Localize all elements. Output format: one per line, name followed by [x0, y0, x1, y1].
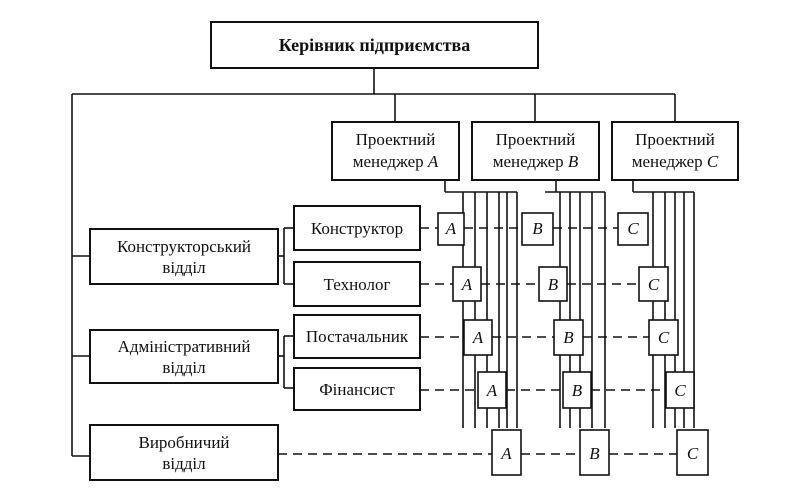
- cell-designer-b: B: [521, 212, 554, 246]
- department-admin-line1: Адміністративний: [118, 337, 251, 356]
- manager-a-line1: Проектний: [356, 130, 436, 149]
- cell-technologist-b: B: [538, 266, 568, 302]
- role-financier-label: Фінансист: [319, 380, 395, 399]
- department-admin: Адміністративний відділ: [89, 329, 279, 384]
- department-design-line2: відділ: [162, 258, 206, 277]
- role-technologist: Технолог: [293, 261, 421, 307]
- cell-letter: C: [627, 219, 639, 238]
- cell-letter: A: [486, 381, 498, 400]
- cell-technologist-c: C: [638, 266, 669, 302]
- cell-technologist-a: A: [452, 266, 482, 302]
- cell-production-c: C: [676, 429, 709, 476]
- cell-letter: A: [472, 328, 484, 347]
- cell-production-a: A: [491, 429, 522, 476]
- manager-c-line2: менеджер: [632, 152, 703, 171]
- svg-text:менеджер B: менеджер B: [493, 152, 579, 171]
- cell-financier-b: B: [562, 371, 592, 409]
- manager-a-letter: A: [427, 152, 439, 171]
- cell-letter: C: [658, 328, 670, 347]
- cell-letter: C: [674, 381, 686, 400]
- role-supplier-label: Постачальник: [306, 327, 409, 346]
- manager-c-line1: Проектний: [635, 130, 715, 149]
- top-manager-box: Керівник підприємства: [210, 21, 539, 69]
- cell-designer-c: C: [617, 212, 649, 246]
- cell-letter: C: [648, 275, 660, 294]
- cell-letter: B: [532, 219, 543, 238]
- cell-letter: B: [563, 328, 574, 347]
- manager-a-line2: менеджер: [353, 152, 424, 171]
- department-design: Конструкторський відділ: [89, 228, 279, 285]
- project-manager-b: Проектний менеджер B: [471, 121, 600, 181]
- cell-production-b: B: [579, 429, 610, 476]
- manager-c-letter: C: [707, 152, 719, 171]
- department-production-line1: Виробничий: [138, 433, 229, 452]
- cell-supplier-c: C: [648, 319, 679, 356]
- role-designer-label: Конструктор: [311, 219, 403, 238]
- manager-b-line1: Проектний: [496, 130, 576, 149]
- cell-letter: B: [589, 444, 600, 463]
- role-financier: Фінансист: [293, 367, 421, 411]
- cell-financier-c: C: [665, 371, 695, 409]
- cell-letter: B: [572, 381, 583, 400]
- department-admin-line2: відділ: [162, 358, 206, 377]
- svg-text:менеджер A: менеджер A: [353, 152, 439, 171]
- project-manager-a: Проектний менеджер A: [331, 121, 460, 181]
- cell-letter: A: [461, 275, 473, 294]
- cell-letter: C: [687, 444, 699, 463]
- department-design-line1: Конструкторський: [117, 237, 251, 256]
- manager-b-letter: B: [568, 152, 579, 171]
- cell-supplier-a: A: [463, 319, 493, 356]
- cell-letter: A: [445, 219, 457, 238]
- role-designer: Конструктор: [293, 205, 421, 251]
- hierarchy-lines: [71, 68, 676, 457]
- cell-financier-a: A: [477, 371, 507, 409]
- manager-b-line2: менеджер: [493, 152, 564, 171]
- cell-letter: A: [500, 444, 512, 463]
- svg-text:менеджер C: менеджер C: [632, 152, 719, 171]
- role-supplier: Постачальник: [293, 314, 421, 359]
- top-manager-label: Керівник підприємства: [279, 35, 471, 55]
- cell-supplier-b: B: [553, 319, 584, 356]
- department-production: Виробничий відділ: [89, 424, 279, 481]
- cell-designer-a: A: [437, 212, 465, 246]
- cell-letter: B: [548, 275, 559, 294]
- dashed-links: [278, 227, 677, 455]
- role-technologist-label: Технолог: [324, 275, 391, 294]
- project-manager-c: Проектний менеджер C: [611, 121, 739, 181]
- department-production-line2: відділ: [162, 454, 206, 473]
